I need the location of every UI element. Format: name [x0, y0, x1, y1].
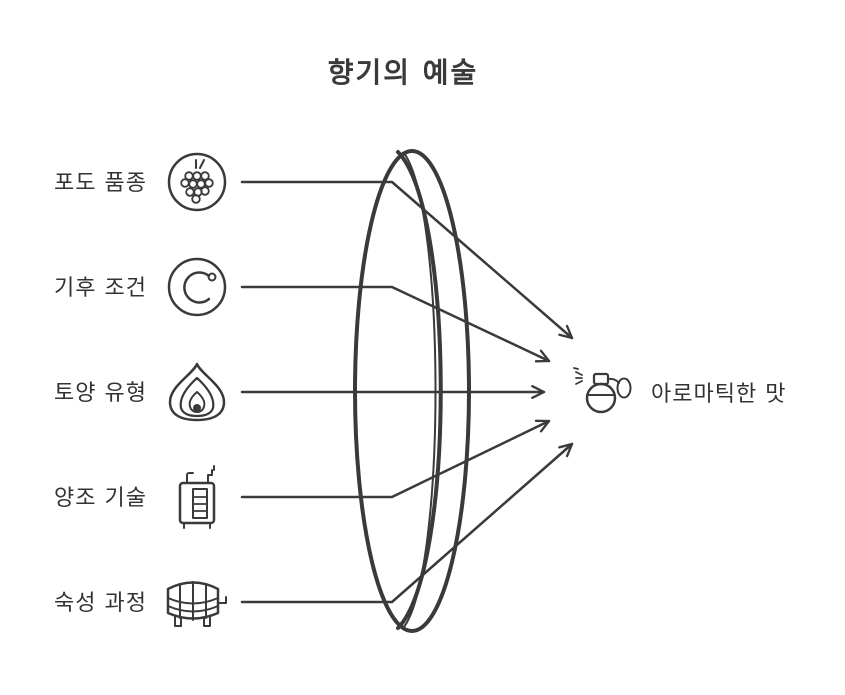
brewing-equipment-icon — [178, 465, 216, 529]
diagram-title: 향기의 예술 — [328, 56, 479, 89]
perfume-bottle-icon — [573, 367, 632, 414]
barrel-icon — [166, 581, 227, 627]
factor-label-soil: 토양 유형 — [54, 381, 147, 406]
factor-label-aging: 숙성 과정 — [54, 591, 147, 616]
climate-icon — [167, 257, 227, 317]
factor-label-climate: 기후 조건 — [54, 276, 147, 301]
arrow-climate — [240, 285, 551, 363]
factor-label-grape-variety: 포도 품종 — [54, 171, 147, 196]
arrow-brewing — [240, 419, 551, 499]
connector-arrows — [240, 180, 574, 604]
grape-icon — [167, 152, 227, 212]
arrow-grape-variety — [240, 180, 574, 340]
result-label: 아로마틱한 맛 — [651, 382, 786, 407]
arrow-aging — [240, 442, 574, 604]
soil-icon — [168, 362, 226, 422]
factor-label-brewing: 양조 기술 — [54, 486, 147, 511]
